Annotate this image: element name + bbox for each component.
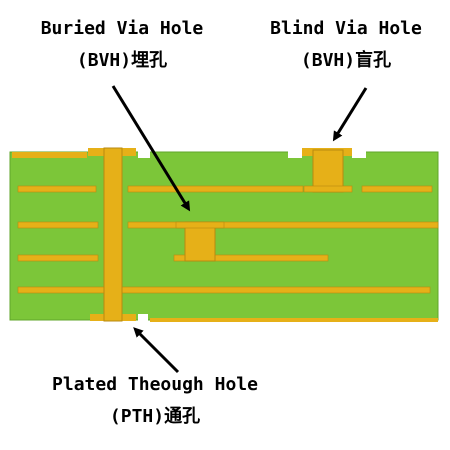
pcb-board (9, 151, 439, 321)
copper-layer (173, 254, 329, 262)
copper-layer (127, 185, 304, 193)
board-bottom-gap (138, 314, 148, 324)
bottom-pad (150, 318, 438, 322)
pth-title: Plated Theough Hole (52, 374, 258, 395)
buried-via-title: Buried Via Hole (40, 18, 204, 39)
blind-via-subtitle: (BVH)盲孔 (300, 50, 392, 71)
buried-via-barrel (184, 221, 216, 262)
pth-barrel (103, 147, 123, 322)
blind-via-label: Blind Via Hole (BVH)盲孔 (248, 18, 444, 72)
copper-layer (127, 221, 439, 229)
arrow-pth (133, 327, 180, 374)
blind-via-pad (303, 185, 353, 193)
copper-layer (17, 185, 97, 193)
copper-layer (17, 221, 99, 229)
copper-layer (17, 254, 99, 262)
buried-via-label: Buried Via Hole (BVH)埋孔 (12, 18, 232, 72)
copper-layer (17, 286, 431, 294)
arrow-buried (111, 85, 191, 212)
board-top-gap (138, 148, 150, 158)
copper-layer (361, 185, 433, 193)
board-top-gap (288, 148, 302, 158)
blind-via-barrel (312, 149, 344, 193)
buried-via-subtitle: (BVH)埋孔 (76, 50, 168, 71)
arrow-blind (332, 87, 368, 142)
pth-label: Plated Theough Hole (PTH)通孔 (20, 374, 290, 428)
board-top-gap (352, 148, 366, 158)
buried-via-pad (175, 221, 225, 229)
top-pad (12, 152, 87, 158)
pth-subtitle: (PTH)通孔 (109, 406, 201, 427)
blind-via-title: Blind Via Hole (270, 18, 422, 39)
